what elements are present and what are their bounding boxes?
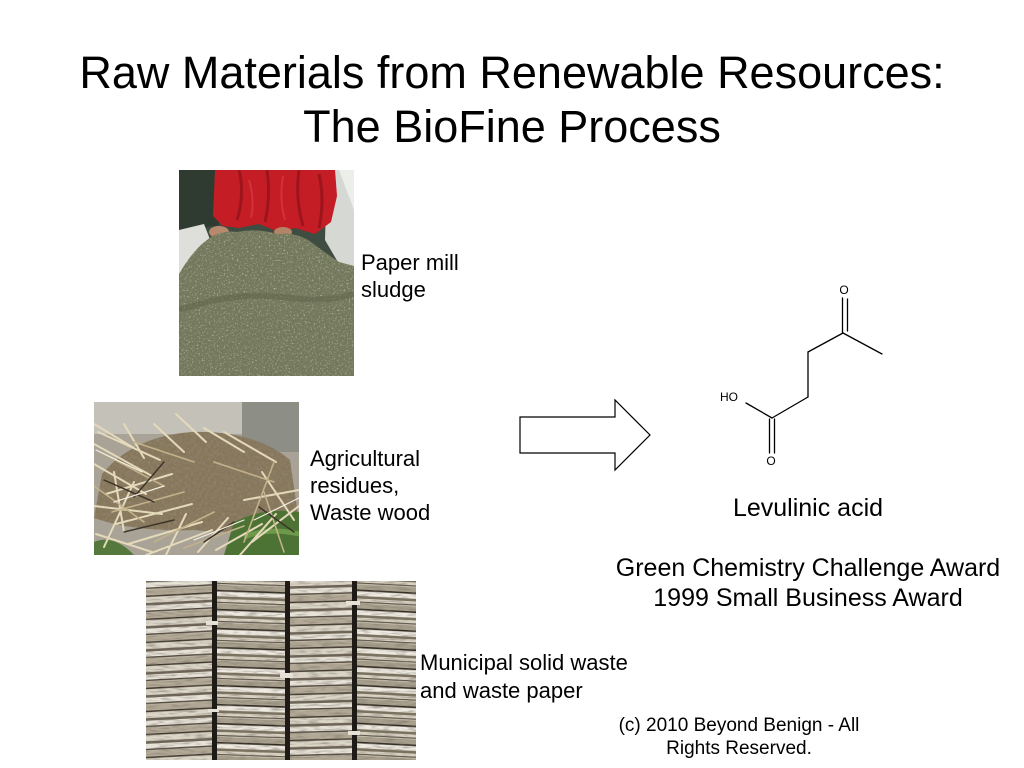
paper-texture (146, 581, 416, 760)
photo-shadow (179, 170, 219, 232)
award-text: Green Chemistry Challenge Award 1999 Sma… (598, 553, 1018, 613)
hydroxyl-label: HO (720, 390, 738, 404)
footer-line-1: (c) 2010 Beyond Benign - All (618, 715, 860, 736)
sludge-texture (179, 230, 354, 376)
label-line: Waste wood (310, 500, 431, 525)
title-line-1: Raw Materials from Renewable Resources: (79, 47, 945, 98)
garment-highlights (248, 175, 286, 221)
municipal-waste-label: Municipal solid waste and waste paper (420, 649, 628, 705)
label-line: sludge (361, 277, 426, 302)
slide-title: Raw Materials from Renewable Resources: … (0, 46, 1024, 154)
award-line-2: 1999 Small Business Award (653, 584, 963, 612)
paper-mill-sludge-photo (179, 170, 354, 376)
label-line: Municipal solid waste (420, 650, 628, 675)
bond-ch2-carboxyl (771, 396, 809, 419)
award-line-1: Green Chemistry Challenge Award (615, 554, 1001, 582)
label-line: and waste paper (420, 678, 583, 703)
straw (94, 413, 299, 555)
title-line-2: The BioFine Process (303, 101, 721, 152)
waste-paper-photo (146, 581, 416, 760)
stack-gaps (212, 581, 357, 760)
label-line: residues, (310, 473, 400, 498)
bond-ketone-ch2 (807, 332, 844, 353)
agricultural-residues-photo (94, 402, 299, 555)
paper-mill-sludge-label: Paper mill sludge (361, 249, 459, 303)
ketone-oxygen-label: O (839, 283, 848, 297)
green-leaves-left (94, 539, 134, 555)
label-line: Agricultural (310, 446, 421, 471)
levulinic-acid-structure: O HO O (720, 283, 883, 468)
plastic-sheet-highlight (339, 170, 354, 210)
footer-line-2: Rights Reserved. (666, 738, 812, 759)
arrow-shape (519, 398, 651, 472)
copyright-footer: (c) 2010 Beyond Benign - All Rights Rese… (589, 714, 889, 760)
bond-methyl (842, 332, 883, 355)
red-garment (213, 170, 337, 234)
garment-folds (235, 170, 324, 229)
protruding-sheets (206, 601, 360, 735)
bond-carboxyl-oh (745, 402, 773, 419)
agricultural-residues-label: Agricultural residues, Waste wood (310, 445, 430, 526)
product-name: Levulinic acid (732, 494, 884, 522)
right-arrow-icon (519, 398, 651, 472)
label-line: Paper mill (361, 250, 459, 275)
green-leaf-highlight (243, 528, 299, 540)
carbonyl-oxygen-label: O (766, 454, 775, 468)
